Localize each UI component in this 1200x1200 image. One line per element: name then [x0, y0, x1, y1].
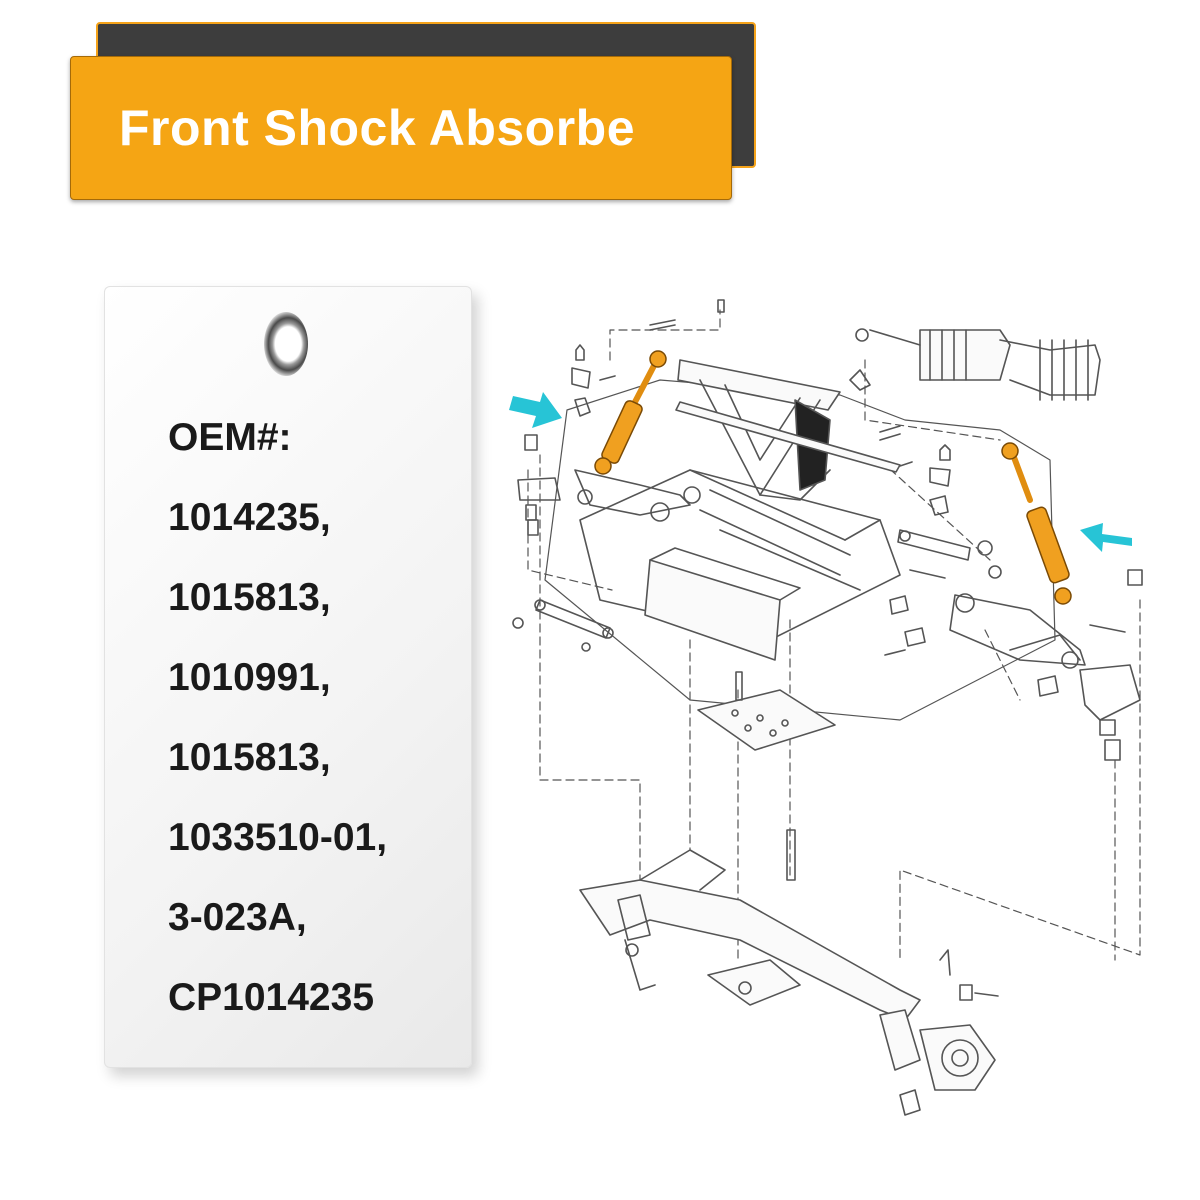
- page-title: Front Shock Absorbe: [119, 100, 636, 156]
- diagram-line-art: [512, 299, 1143, 1116]
- shock-absorber-icon: [1001, 442, 1072, 605]
- pointer-arrow-icon: [509, 392, 562, 428]
- oem-number: 1033510-01,: [168, 816, 388, 859]
- oem-number: 1015813,: [168, 736, 331, 779]
- title-banner: Front Shock Absorbe: [70, 56, 732, 200]
- oem-number: 1015813,: [168, 576, 331, 619]
- tag-hole-icon: [264, 312, 308, 376]
- oem-number: 3-023A,: [168, 896, 307, 939]
- oem-tag: OEM#: 1014235, 1015813, 1010991, 1015813…: [104, 286, 472, 1068]
- pointer-arrow-icon: [1080, 523, 1132, 552]
- oem-list: OEM#: 1014235, 1015813, 1010991, 1015813…: [168, 414, 387, 1054]
- shock-absorber-icon: [594, 350, 667, 475]
- suspension-exploded-diagram: [509, 299, 1143, 1116]
- oem-number: CP1014235: [168, 976, 375, 1019]
- oem-number: 1010991,: [168, 656, 331, 699]
- oem-label: OEM#:: [168, 416, 292, 459]
- oem-number: 1014235,: [168, 496, 331, 539]
